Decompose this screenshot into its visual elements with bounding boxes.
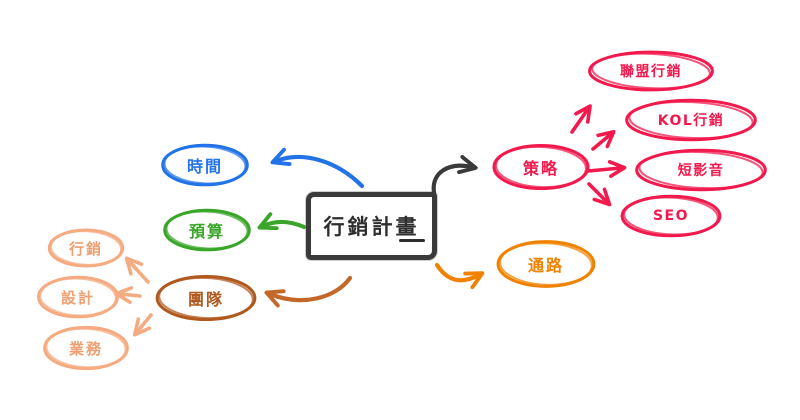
ellipse-outline — [155, 275, 257, 321]
ellipse-outline — [37, 275, 119, 319]
node-label: 策略 — [522, 159, 559, 178]
node-label: 預算 — [188, 222, 225, 241]
arrow-central-to-team — [264, 275, 353, 308]
arrow-team-to-marketing — [124, 256, 150, 284]
arrow-team-to-sales — [132, 313, 153, 337]
ellipse-outline — [161, 143, 249, 187]
node-label: 時間 — [186, 157, 223, 176]
ellipse-outline — [588, 50, 714, 92]
node-label: 團隊 — [187, 290, 224, 309]
ellipse-outline — [163, 208, 251, 252]
ellipse-outline — [625, 98, 757, 142]
arrow-central-to-channel — [434, 262, 485, 290]
node-sales[interactable]: 業務 — [42, 324, 130, 372]
node-design[interactable]: 設計 — [36, 274, 120, 320]
node-label: KOL行銷 — [657, 113, 725, 129]
node-short-video[interactable]: 短影音 — [634, 147, 768, 193]
arrow-central-to-strategy — [431, 155, 478, 196]
node-label: SEO — [652, 208, 690, 224]
arrow-strategy-to-kol — [591, 129, 616, 151]
arrow-central-to-time — [270, 147, 365, 189]
ellipse-outline — [496, 240, 596, 288]
node-label: 業務 — [68, 339, 103, 358]
arrow-strategy-to-seo — [587, 182, 612, 207]
central-topic-label: 行銷計畫 — [323, 215, 420, 239]
arrow-team-to-design — [114, 286, 142, 305]
central-topic-node[interactable]: 行銷計畫 — [306, 192, 437, 260]
ellipse-outline — [47, 228, 125, 268]
ellipse-outline — [620, 194, 722, 238]
node-label: 短影音 — [677, 163, 725, 179]
node-team[interactable]: 團隊 — [154, 273, 258, 323]
node-label: 行銷 — [68, 239, 103, 258]
node-channel[interactable]: 通路 — [495, 238, 597, 290]
node-kol-marketing[interactable]: KOL行銷 — [624, 97, 758, 143]
node-label: 通路 — [527, 256, 564, 275]
node-marketing[interactable]: 行銷 — [47, 227, 125, 269]
ellipse-outline — [43, 325, 129, 371]
title-underline — [399, 239, 425, 242]
node-label: 聯盟行銷 — [620, 64, 682, 80]
node-time[interactable]: 時間 — [160, 142, 250, 188]
arrow-strategy-to-affiliate — [570, 104, 592, 134]
node-seo[interactable]: SEO — [619, 193, 723, 239]
ellipse-outline — [635, 148, 767, 192]
node-label: 設計 — [60, 288, 95, 307]
ellipse-outline — [492, 144, 590, 190]
node-strategy[interactable]: 策略 — [491, 142, 591, 192]
node-budget[interactable]: 預算 — [162, 207, 252, 253]
arrow-central-to-budget — [257, 212, 307, 231]
arrow-strategy-to-short-video — [586, 160, 627, 178]
node-affiliate-marketing[interactable]: 聯盟行銷 — [587, 49, 715, 93]
